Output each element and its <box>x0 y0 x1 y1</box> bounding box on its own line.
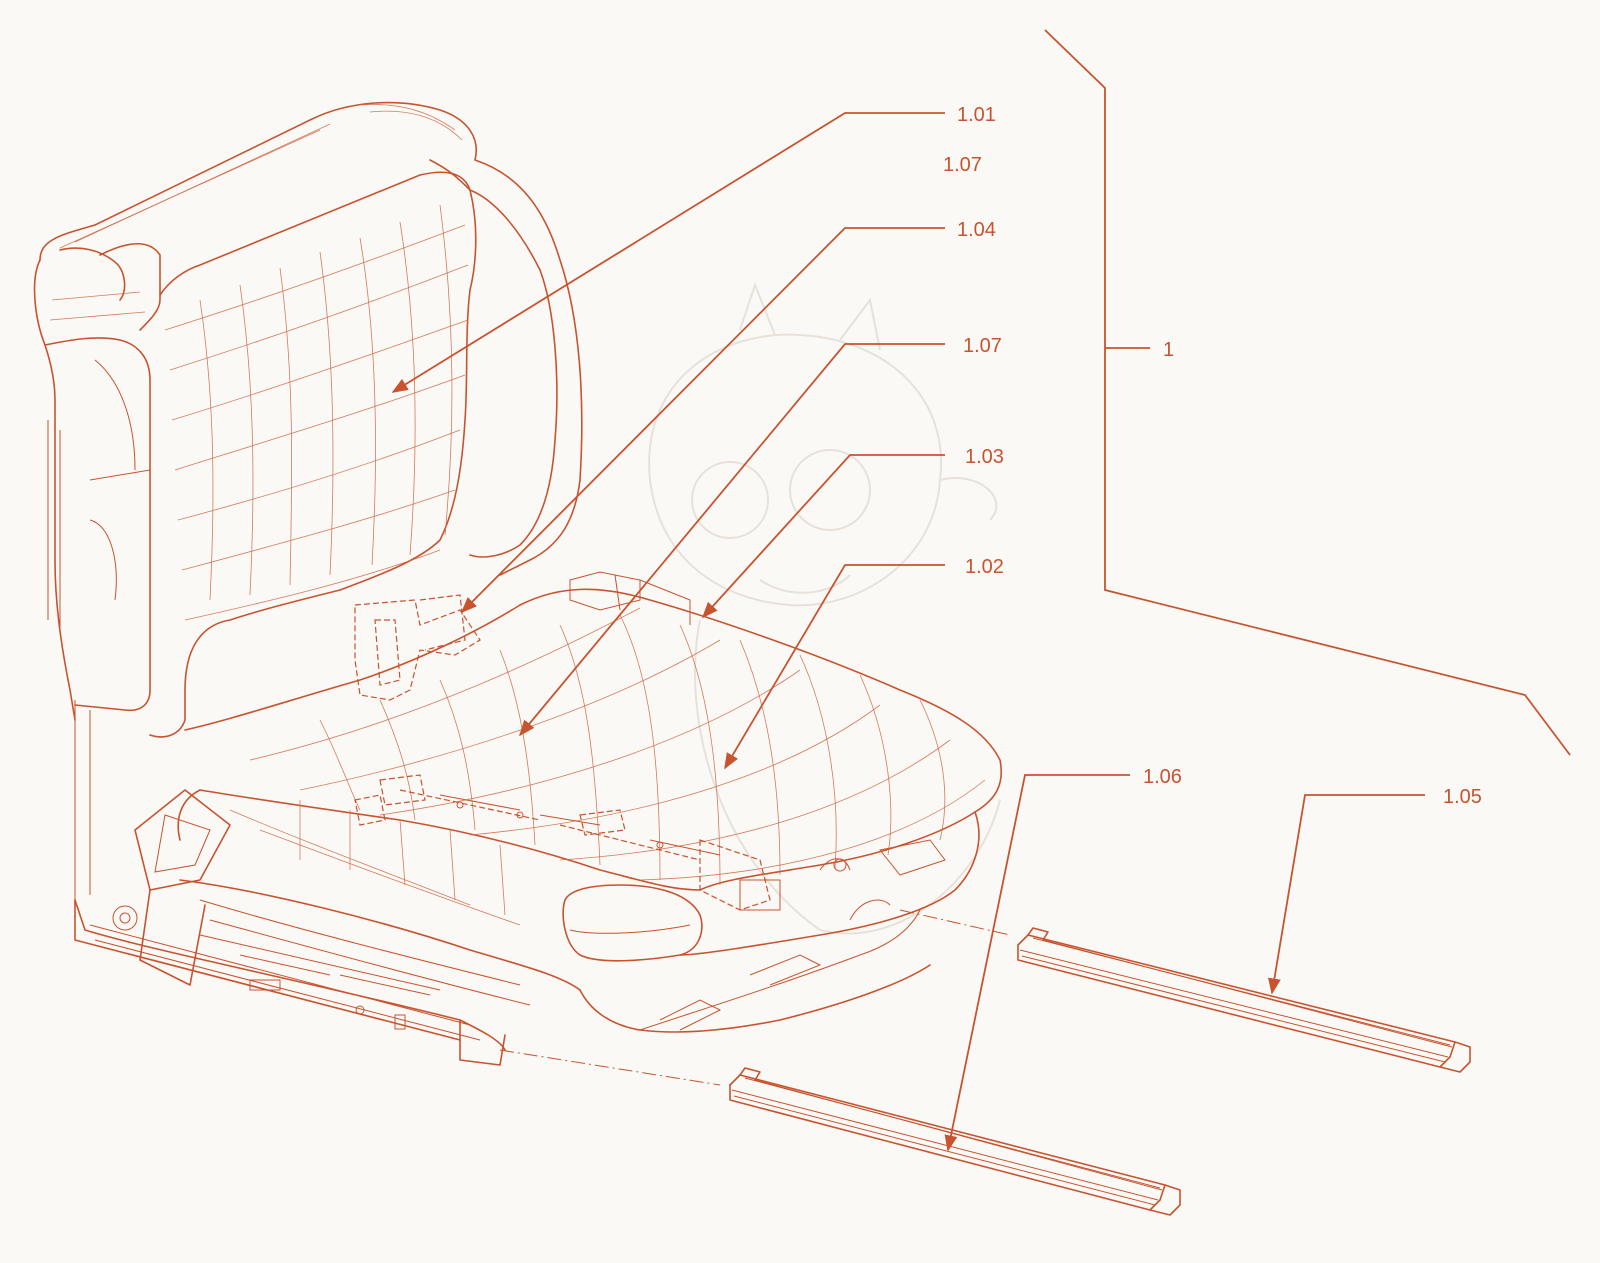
leader-1-01 <box>391 112 945 393</box>
leader-1-06 <box>944 774 1130 1152</box>
rail-1-05 <box>1017 927 1471 1073</box>
callout-1-04: 1.04 <box>957 219 996 241</box>
backrest <box>33 101 583 738</box>
callout-1: 1 <box>1163 339 1174 361</box>
watermark-mascot <box>648 282 1001 935</box>
callout-1-01: 1.01 <box>957 104 996 126</box>
callout-1-06: 1.06 <box>1143 766 1182 788</box>
callout-1-07-top: 1.07 <box>943 154 982 176</box>
base-frame <box>74 571 946 1066</box>
callout-1-07: 1.07 <box>963 335 1002 357</box>
rail-centerline-rear <box>899 909 1011 936</box>
leader-1-03 <box>701 454 945 619</box>
rail-1-06 <box>729 1067 1181 1216</box>
callout-1-03: 1.03 <box>965 446 1004 468</box>
leader-1-04 <box>460 227 945 614</box>
seat-cushion <box>177 588 1002 1033</box>
rail-centerline-front <box>499 1049 721 1086</box>
leader-1-05 <box>1268 794 1425 995</box>
leader-1-02 <box>724 564 945 770</box>
assembly-bracket <box>1044 29 1571 756</box>
callout-1-02: 1.02 <box>965 556 1004 578</box>
hidden-mechanisms <box>354 594 771 911</box>
callout-1-05: 1.05 <box>1443 786 1482 808</box>
leader-lines <box>391 112 1425 1152</box>
leader-1-07 <box>518 343 945 737</box>
